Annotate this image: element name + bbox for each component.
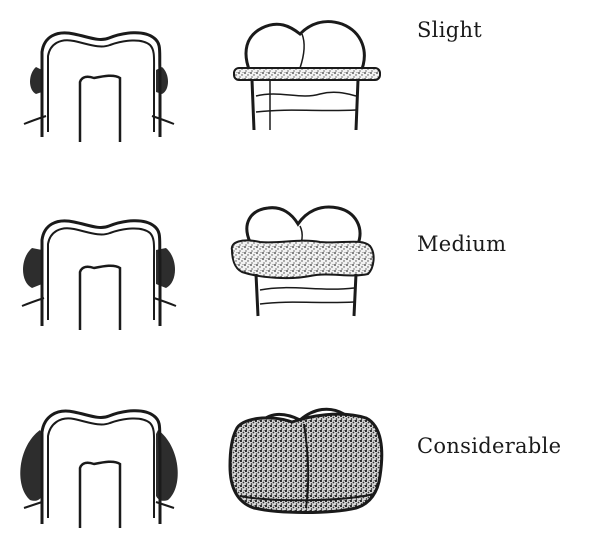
- severity-label-medium: Medium: [417, 232, 506, 256]
- severity-label-slight: Slight: [417, 18, 482, 42]
- row-considerable: Considerable: [0, 390, 598, 540]
- tooth-cross-section-medium: [14, 198, 184, 338]
- tooth-side-view-considerable: [220, 390, 390, 530]
- tooth-cross-section-slight: [14, 12, 184, 152]
- tooth-side-view-medium: [220, 198, 390, 338]
- severity-label-considerable: Considerable: [417, 434, 561, 458]
- row-medium: Medium: [0, 198, 598, 348]
- tooth-cross-section-considerable: [14, 390, 184, 530]
- tooth-side-view-slight: [220, 12, 390, 152]
- row-slight: Slight: [0, 12, 598, 162]
